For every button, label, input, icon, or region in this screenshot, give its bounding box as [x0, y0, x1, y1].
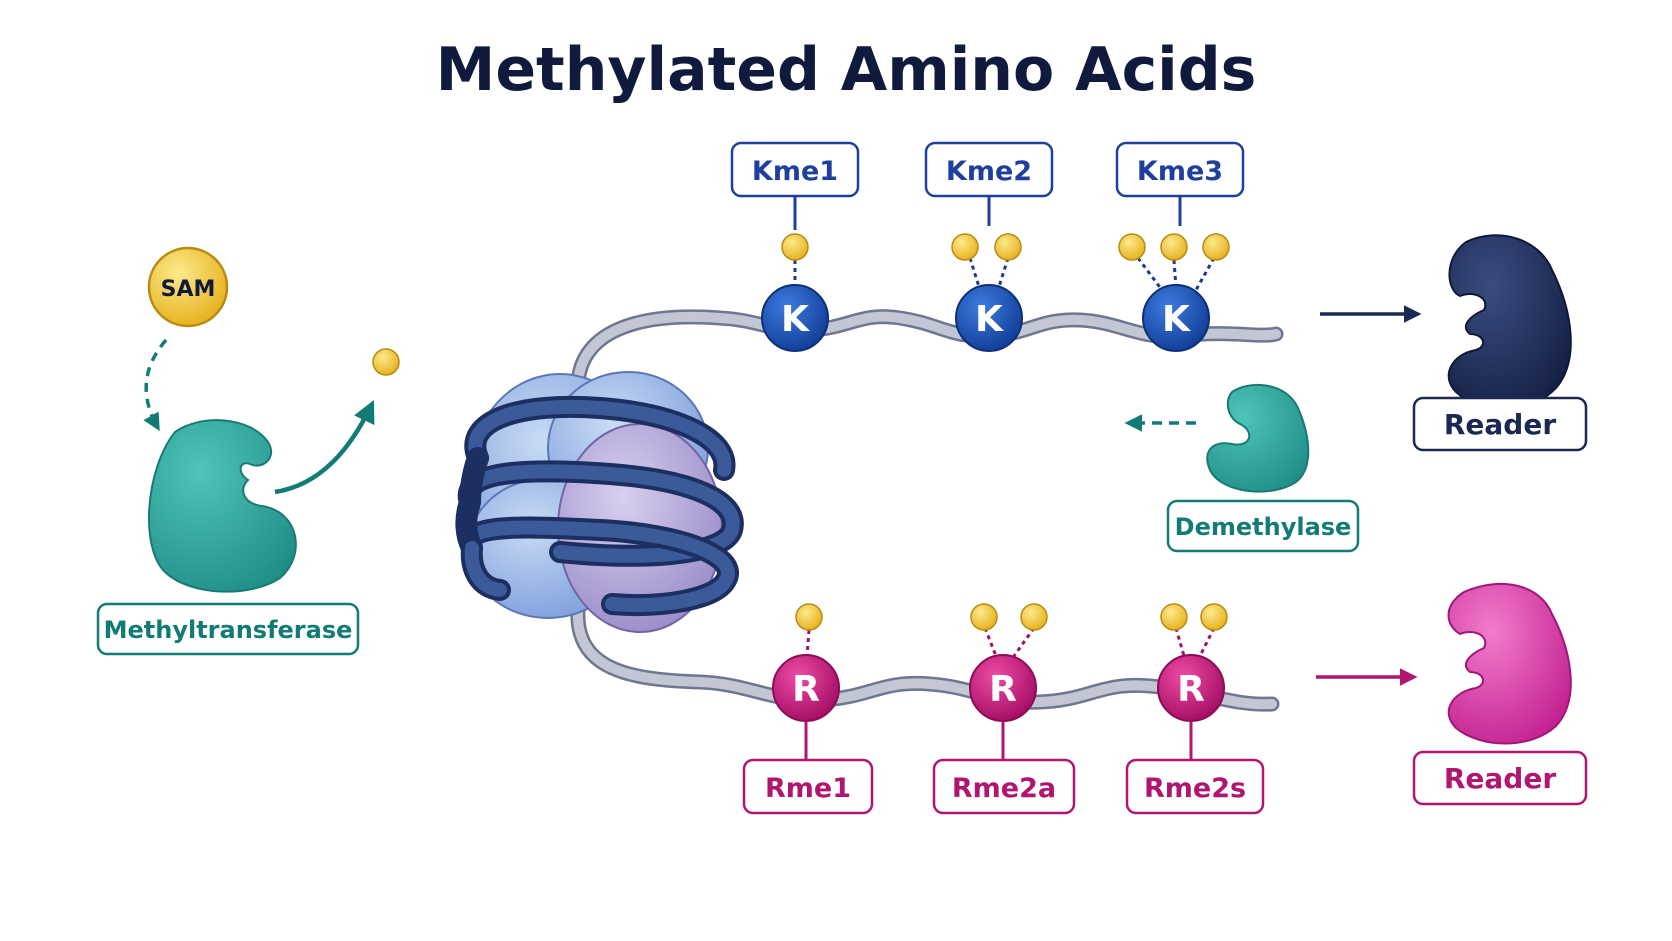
arginine-letter: R: [1177, 669, 1205, 710]
arginine-letter: R: [792, 669, 820, 710]
methyl-group: [1202, 233, 1230, 261]
arginine-letter: R: [989, 669, 1017, 710]
methyl-transfer-arrow: [274, 399, 375, 495]
methyl-group: [1160, 603, 1188, 631]
rme2a-label-box: [932, 758, 1076, 815]
sam-label: SAM: [161, 277, 216, 302]
kme3-label: Kme3: [1137, 156, 1223, 187]
methyl-group: [951, 233, 979, 261]
lysine-residue-1: Kme1 K: [730, 141, 860, 352]
demethylase-enzyme: [1206, 383, 1310, 493]
lysine-reader-label-box: [1412, 396, 1588, 452]
kme2-label-box: [924, 141, 1054, 198]
methyl-bond: [1174, 627, 1186, 657]
lysine-reader-protein: [1447, 234, 1572, 410]
lysine-letter: K: [1162, 299, 1191, 340]
arginine-reader-label: Reader: [1444, 762, 1556, 795]
dna-wrap: [455, 395, 744, 616]
methyl-bond: [1136, 257, 1164, 291]
arginine-residue-3: R Rme2s: [1125, 603, 1265, 815]
rme2s-label: Rme2s: [1144, 773, 1246, 804]
methyl-group: [970, 603, 998, 631]
methyl-group: [1118, 233, 1146, 261]
arginine-circle: [969, 654, 1037, 722]
lysine-letter: K: [975, 299, 1004, 340]
methyl-group: [781, 233, 809, 261]
methyl-bond: [1172, 259, 1178, 289]
arginine-circle: [772, 654, 840, 722]
lysine-residue-2: Kme2 K: [924, 141, 1054, 352]
methyl-bond: [1194, 257, 1216, 291]
methyl-group: [994, 233, 1022, 261]
rme1-label-box: [742, 758, 874, 815]
arginine-circle: [1157, 654, 1225, 722]
sam-molecule: SAM: [147, 246, 229, 328]
lysine-circle: [1142, 284, 1210, 352]
lysine-letter: K: [781, 299, 810, 340]
transferred-methyl: [372, 348, 400, 376]
nucleosome: [455, 371, 744, 633]
lysine-circle: [761, 284, 829, 352]
kme1-label: Kme1: [752, 156, 838, 187]
methyl-bond: [1012, 627, 1036, 657]
arginine-reader-label-box: [1412, 750, 1588, 806]
rme2a-label: Rme2a: [952, 773, 1056, 804]
kme3-label-box: [1115, 141, 1245, 198]
rme2s-label-box: [1125, 758, 1265, 815]
methyl-group: [1200, 603, 1228, 631]
kme1-label-box: [730, 141, 860, 198]
methyltransferase-label-box: [96, 602, 360, 656]
lysine-reader-label: Reader: [1444, 408, 1556, 441]
demethylase-label-box: [1166, 499, 1360, 553]
methyl-bond: [1198, 627, 1216, 657]
diagram-title: Methylated Amino Acids: [436, 35, 1257, 105]
rme1-label: Rme1: [765, 773, 851, 804]
kme2-label: Kme2: [946, 156, 1032, 187]
arginine-residue-2: R Rme2a: [932, 603, 1076, 815]
methyl-group: [795, 603, 823, 631]
sam-to-enzyme-arrow: [143, 338, 168, 432]
arginine-residue-1: R Rme1: [742, 603, 874, 815]
methyl-bond: [996, 257, 1010, 291]
methyl-group: [1160, 233, 1188, 261]
methyl-bond: [805, 629, 811, 657]
arginine-reader-protein: [1447, 582, 1572, 745]
methyl-group: [1020, 603, 1048, 631]
methyltransferase-label: Methyltransferase: [104, 616, 353, 644]
methyltransferase-enzyme: [148, 419, 297, 593]
demethylase-label: Demethylase: [1175, 513, 1352, 541]
lysine-circle: [955, 284, 1023, 352]
methyl-bond: [968, 257, 982, 291]
lysine-residue-3: Kme3 K: [1115, 141, 1245, 352]
methyl-bond: [983, 627, 998, 657]
